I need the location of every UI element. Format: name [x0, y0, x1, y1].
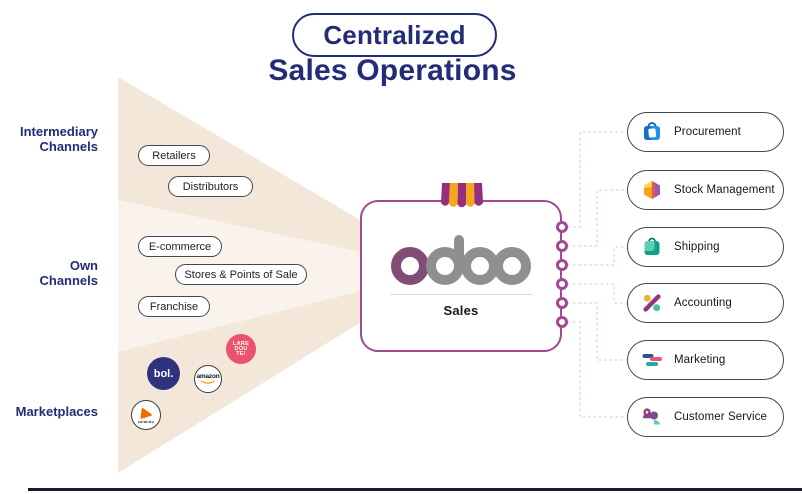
channel-pill-retailers: Retailers — [138, 145, 210, 166]
connector-marketing — [562, 302, 627, 361]
storefront-awning-icon — [441, 183, 483, 208]
group-label-own-channels: Own Channels — [39, 258, 98, 288]
procurement-bag-icon — [644, 122, 660, 140]
app-pill-label: Shipping — [674, 241, 720, 253]
bol-logo: bol. — [147, 357, 180, 390]
connector-dot-1 — [556, 221, 568, 233]
zalando-arrow-icon — [139, 407, 152, 419]
odoo-logo — [391, 235, 531, 285]
shipping-bag-icon — [644, 237, 660, 255]
laredoute-line1: LARE — [232, 340, 250, 347]
app-pill-label: Stock Management — [674, 184, 775, 196]
customer-service-icon: ★ — [642, 408, 660, 425]
app-pill-procurement: Procurement — [627, 112, 784, 152]
laredoute-logo: LARE DOU TE! — [226, 334, 256, 364]
channel-pill-distributors: Distributors — [168, 176, 253, 197]
connector-customer-service — [562, 321, 627, 418]
bol-wordmark: bol. — [153, 367, 174, 380]
laredoute-line2: DOU — [234, 345, 248, 352]
connector-shipping — [562, 246, 627, 266]
connector-dot-5 — [556, 297, 568, 309]
app-pill-shipping: Shipping — [627, 227, 784, 267]
marketing-flow-icon — [642, 354, 662, 366]
connector-dot-2 — [556, 240, 568, 252]
laredoute-line3: TE! — [236, 350, 246, 357]
connector-dot-4 — [556, 278, 568, 290]
group-label-intermediary-channels: Intermediary Channels — [19, 124, 98, 154]
app-pill-marketing: Marketing — [627, 340, 784, 380]
amazon-wordmark: amazon — [196, 372, 220, 380]
title-badge: Centralized — [292, 13, 497, 57]
zalando-logo: zalando — [131, 400, 161, 430]
accounting-percent-icon — [643, 294, 661, 312]
amazon-smile-icon — [200, 379, 215, 384]
channel-pill-ecommerce: E-commerce — [138, 236, 222, 257]
connector-accounting — [562, 283, 627, 304]
app-pill-stock-management: Stock Management — [627, 170, 784, 210]
odoo-box-divider — [390, 294, 532, 295]
app-pill-label: Customer Service — [674, 411, 767, 423]
amazon-logo: amazon — [194, 365, 222, 393]
connector-procurement — [562, 131, 627, 228]
app-pill-label: Procurement — [674, 126, 741, 138]
app-pill-label: Marketing — [674, 354, 726, 366]
odoo-sales-box — [360, 200, 562, 352]
connector-dot-6 — [556, 316, 568, 328]
odoo-app-label: Sales — [443, 303, 479, 318]
zalando-wordmark: zalando — [137, 419, 155, 424]
stock-cube-icon — [644, 181, 660, 199]
svg-text:★: ★ — [645, 409, 650, 416]
connector-stock — [562, 189, 627, 247]
app-pill-customer-service: ★ Customer Service — [627, 397, 784, 437]
channel-pill-franchise: Franchise — [138, 296, 210, 317]
page-title: Sales Operations — [268, 54, 517, 87]
footer-divider — [28, 488, 802, 491]
channel-pill-stores-points-of-sale: Stores & Points of Sale — [175, 264, 307, 285]
app-pill-label: Accounting — [674, 297, 732, 309]
connector-dot-3 — [556, 259, 568, 271]
group-label-marketplaces: Marketplaces — [15, 404, 98, 419]
app-pill-accounting: Accounting — [627, 283, 784, 323]
